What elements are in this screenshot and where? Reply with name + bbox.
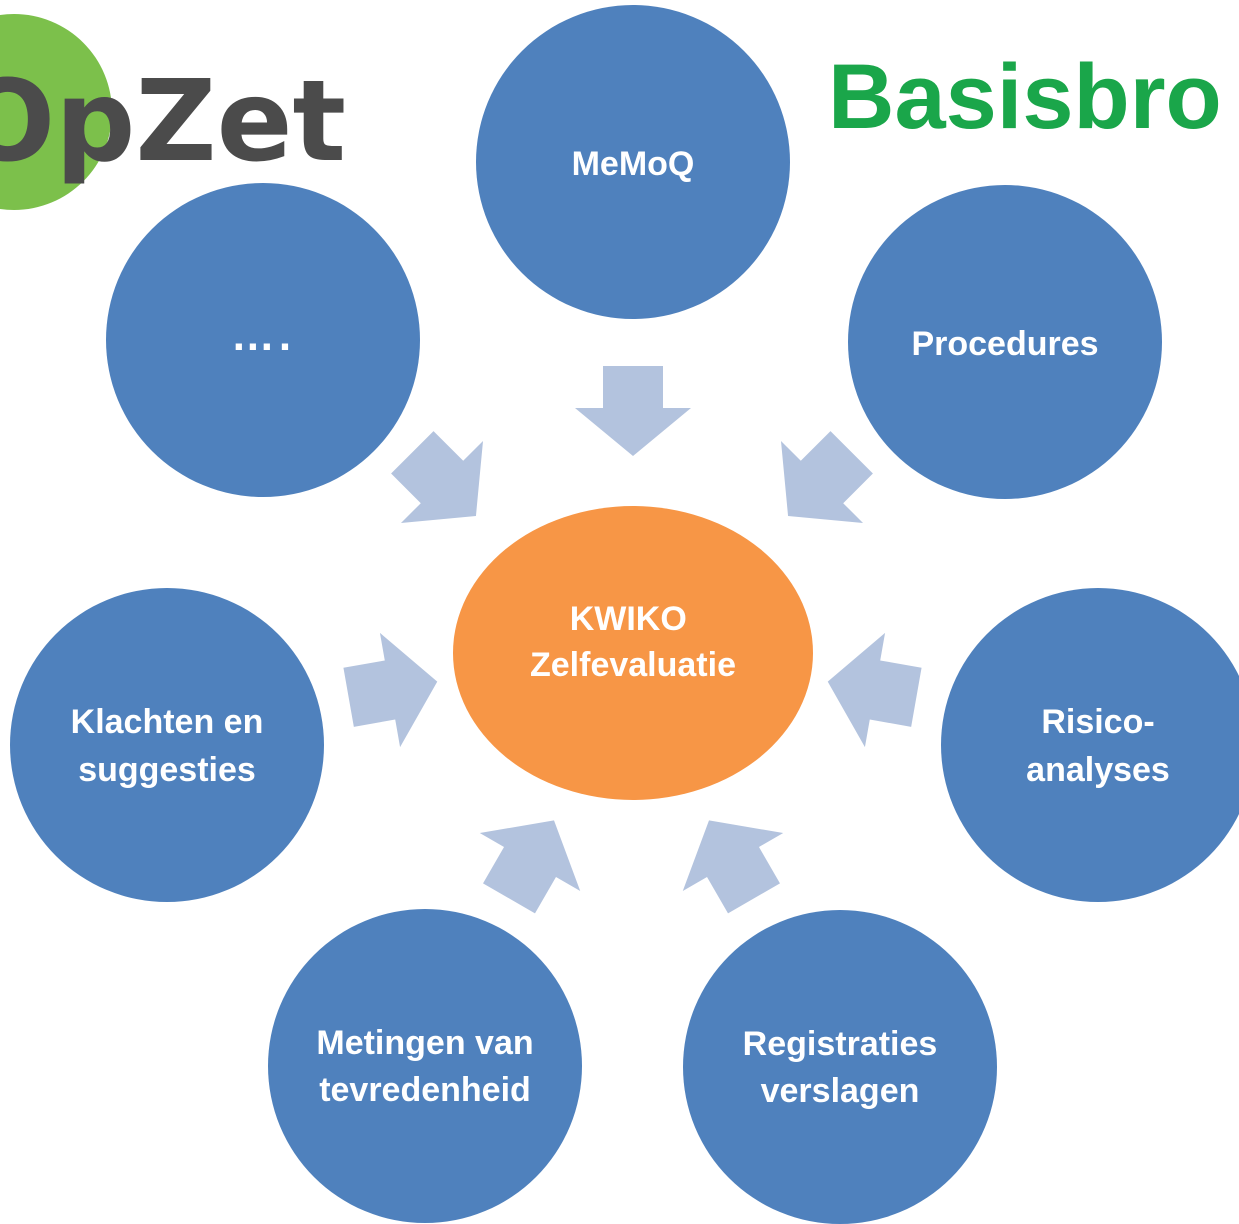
node-circle-klachten [10,588,324,902]
arrow-from-registraties [682,820,784,914]
node-label-line-risico-1: Risico- [1041,703,1154,741]
center-label-line-2: Zelfevaluatie [530,646,736,684]
opzet-logo: OpZet [0,14,346,210]
node-circle-risico [941,588,1239,902]
node-label-klachten: Klachten en suggesties [71,703,264,789]
node-label-more: …. [231,311,295,360]
node-label-memoq: MeMoQ [572,145,695,183]
arrow-from-memoq [575,366,691,456]
logo-circle [0,14,112,210]
nodes-layer: MeMoQ ProceduresRisico-analysesRegistrati… [10,5,1239,1224]
arrow-from-more [391,431,484,524]
arrow-from-risico [827,632,922,748]
node-memoq: MeMoQ [476,5,790,319]
node-label-line-registraties-1: Registraties [743,1025,938,1063]
node-label-line-metingen-1: Metingen van [316,1024,533,1062]
node-label-line-memoq-1: MeMoQ [572,145,695,183]
logo-text: OpZet [0,57,346,187]
node-label-metingen: Metingen van tevredenheid [316,1024,533,1109]
arrow-from-metingen [479,820,581,914]
node-label-line-registraties-2: verslagen [761,1072,920,1110]
node-label-line-metingen-2: tevredenheid [319,1071,531,1109]
page-title: Basisbro [828,46,1222,148]
arrow-from-procedures [780,431,873,524]
center-label-line-1: KWIKO [570,600,687,638]
node-label-line-klachten-1: Klachten en [71,703,264,741]
arrows-layer [343,366,922,914]
node-label-risico: Risico-analyses [1026,703,1170,789]
node-metingen: Metingen van tevredenheid [268,909,582,1223]
node-circle-memoq [476,5,790,319]
node-label-line-risico-2: analyses [1026,751,1170,789]
node-more: …. [106,183,420,497]
center-ellipse [453,506,813,800]
node-registraties: Registraties verslagen [683,910,997,1224]
center-label: KWIKO Zelfevaluatie [530,600,736,684]
node-label-line-klachten-2: suggesties [78,751,256,789]
node-label-line-more-1: …. [231,311,295,360]
node-circle-metingen [268,909,582,1223]
node-klachten: Klachten en suggesties [10,588,324,902]
center-node: KWIKO Zelfevaluatie [453,506,813,800]
node-procedures: Procedures [848,185,1162,499]
node-circle-more [106,183,420,497]
node-label-line-procedures-1: Procedures [911,325,1098,363]
node-circle-registraties [683,910,997,1224]
node-label-procedures: Procedures [911,325,1098,363]
node-circle-procedures [848,185,1162,499]
node-label-registraties: Registraties verslagen [743,1025,938,1110]
node-risico: Risico-analyses [941,588,1239,902]
arrow-from-klachten [343,632,438,748]
